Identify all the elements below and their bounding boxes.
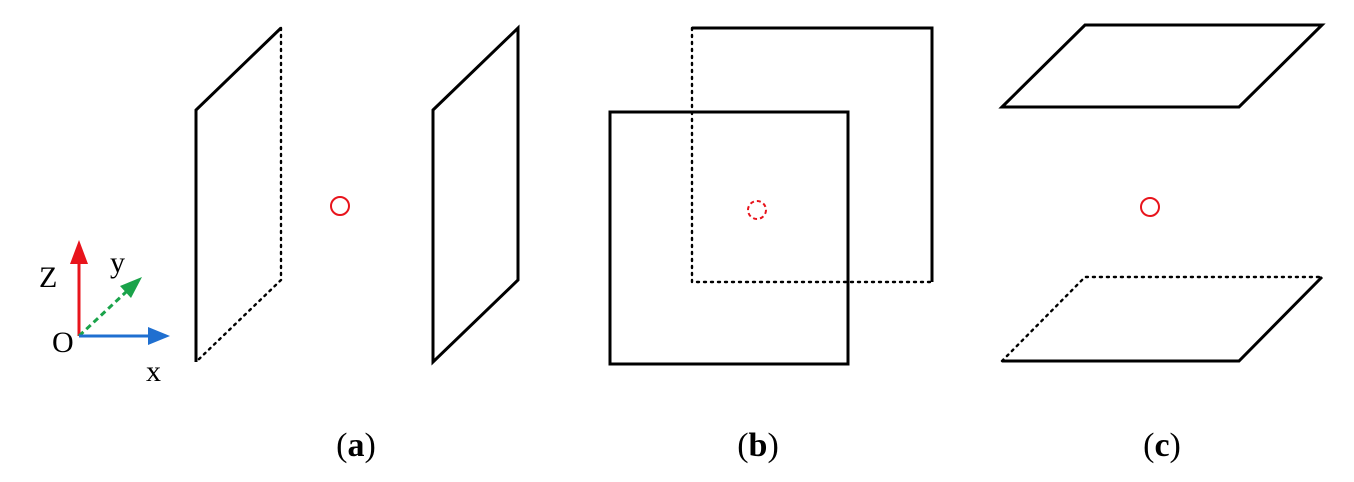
coordinate-axes: Z y x O bbox=[39, 240, 170, 388]
panel-c-bottom-plate-hidden bbox=[1000, 275, 1324, 363]
panel-b-front-plate bbox=[608, 110, 850, 366]
panel-b-diagram bbox=[608, 26, 934, 366]
panel-c-particle bbox=[1140, 197, 1160, 217]
panel-a-left-plate-solid bbox=[194, 26, 283, 362]
x-axis-label: x bbox=[146, 355, 161, 388]
origin-label: O bbox=[52, 326, 74, 359]
panel-b-particle bbox=[747, 200, 767, 220]
panel-b-back-plate-hidden bbox=[690, 26, 934, 284]
panel-a-left-plate-hidden bbox=[194, 26, 283, 364]
y-axis-arrow bbox=[77, 290, 128, 338]
panel-b-back-plate-solid bbox=[692, 26, 934, 282]
panel-c-caption: (c) bbox=[1143, 427, 1181, 464]
panel-a-caption: (a) bbox=[336, 427, 376, 464]
panel-a-particle bbox=[330, 196, 350, 216]
panel-a-diagram bbox=[194, 24, 520, 366]
y-axis-label: y bbox=[110, 246, 125, 279]
panel-c-top-plate bbox=[998, 23, 1326, 109]
z-axis-label: Z bbox=[39, 261, 57, 294]
y-axis-arrowhead bbox=[120, 277, 142, 298]
panel-b-caption: (b) bbox=[737, 427, 779, 464]
z-axis-arrowhead bbox=[70, 240, 88, 264]
panel-c-diagram bbox=[998, 23, 1326, 363]
panel-c-bottom-plate-solid bbox=[1002, 275, 1324, 363]
panel-a-right-plate bbox=[431, 24, 520, 366]
x-axis-arrowhead bbox=[148, 327, 170, 345]
